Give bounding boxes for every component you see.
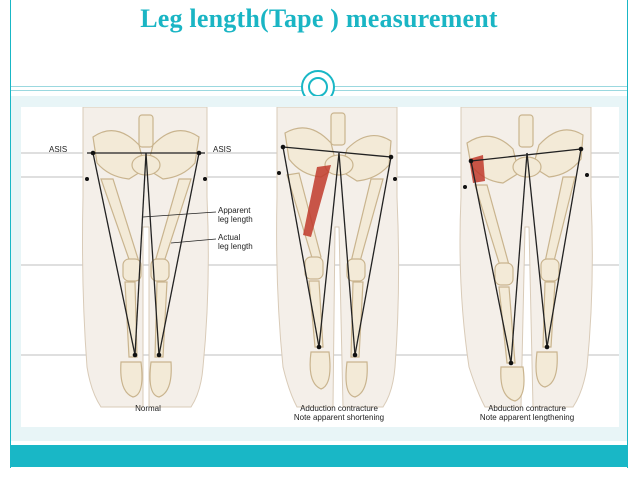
legs-abduction xyxy=(474,176,576,402)
caption-abduction-line2: Note apparent lengthening xyxy=(480,413,574,422)
adductor-muscle xyxy=(303,165,331,237)
asis-right-label: ASIS xyxy=(213,145,231,154)
panel-abduction: Abduction contracture Note apparent leng… xyxy=(459,106,593,422)
measure-lines-normal xyxy=(87,152,205,356)
caption-adduction-line1: Adduction contracture xyxy=(300,404,378,413)
slide-frame xyxy=(10,0,628,468)
label-leaders-normal xyxy=(142,211,217,244)
asis-left-label: ASIS xyxy=(49,145,67,154)
body-outline-adduction xyxy=(276,106,400,408)
caption-abduction-line1: Abduction contracture xyxy=(488,404,566,413)
measure-lines-abduction xyxy=(470,148,582,364)
body-outline-abduction xyxy=(459,106,593,408)
footer-bar xyxy=(11,445,627,467)
slide-title: Leg length(Tape ) measurement xyxy=(140,4,498,33)
legs-normal xyxy=(100,178,192,398)
leg-length-figure: ASIS ASIS Apparent leg length Actual leg… xyxy=(21,106,619,427)
panel-normal: ASIS ASIS Apparent leg length Actual leg… xyxy=(49,106,253,413)
landmark-dots-adduction xyxy=(277,144,397,358)
actual-label-line1: Actual xyxy=(218,233,240,242)
landmark-dots-normal xyxy=(85,150,207,358)
pelvis-adduction xyxy=(284,112,392,182)
pelvis-normal xyxy=(92,114,200,180)
apparent-label-line1: Apparent xyxy=(218,206,251,215)
landmark-dots-abduction xyxy=(463,146,589,366)
panel-adduction: Adduction contracture Note apparent shor… xyxy=(276,106,400,422)
leg-length-illustration: ASIS ASIS Apparent leg length Actual leg… xyxy=(21,106,619,422)
caption-adduction-line2: Note apparent shortening xyxy=(294,413,384,422)
measure-lines-adduction xyxy=(282,146,392,356)
apparent-label-line2: leg length xyxy=(218,215,253,224)
caption-normal: Normal xyxy=(135,404,161,413)
actual-label-line2: leg length xyxy=(218,242,253,251)
